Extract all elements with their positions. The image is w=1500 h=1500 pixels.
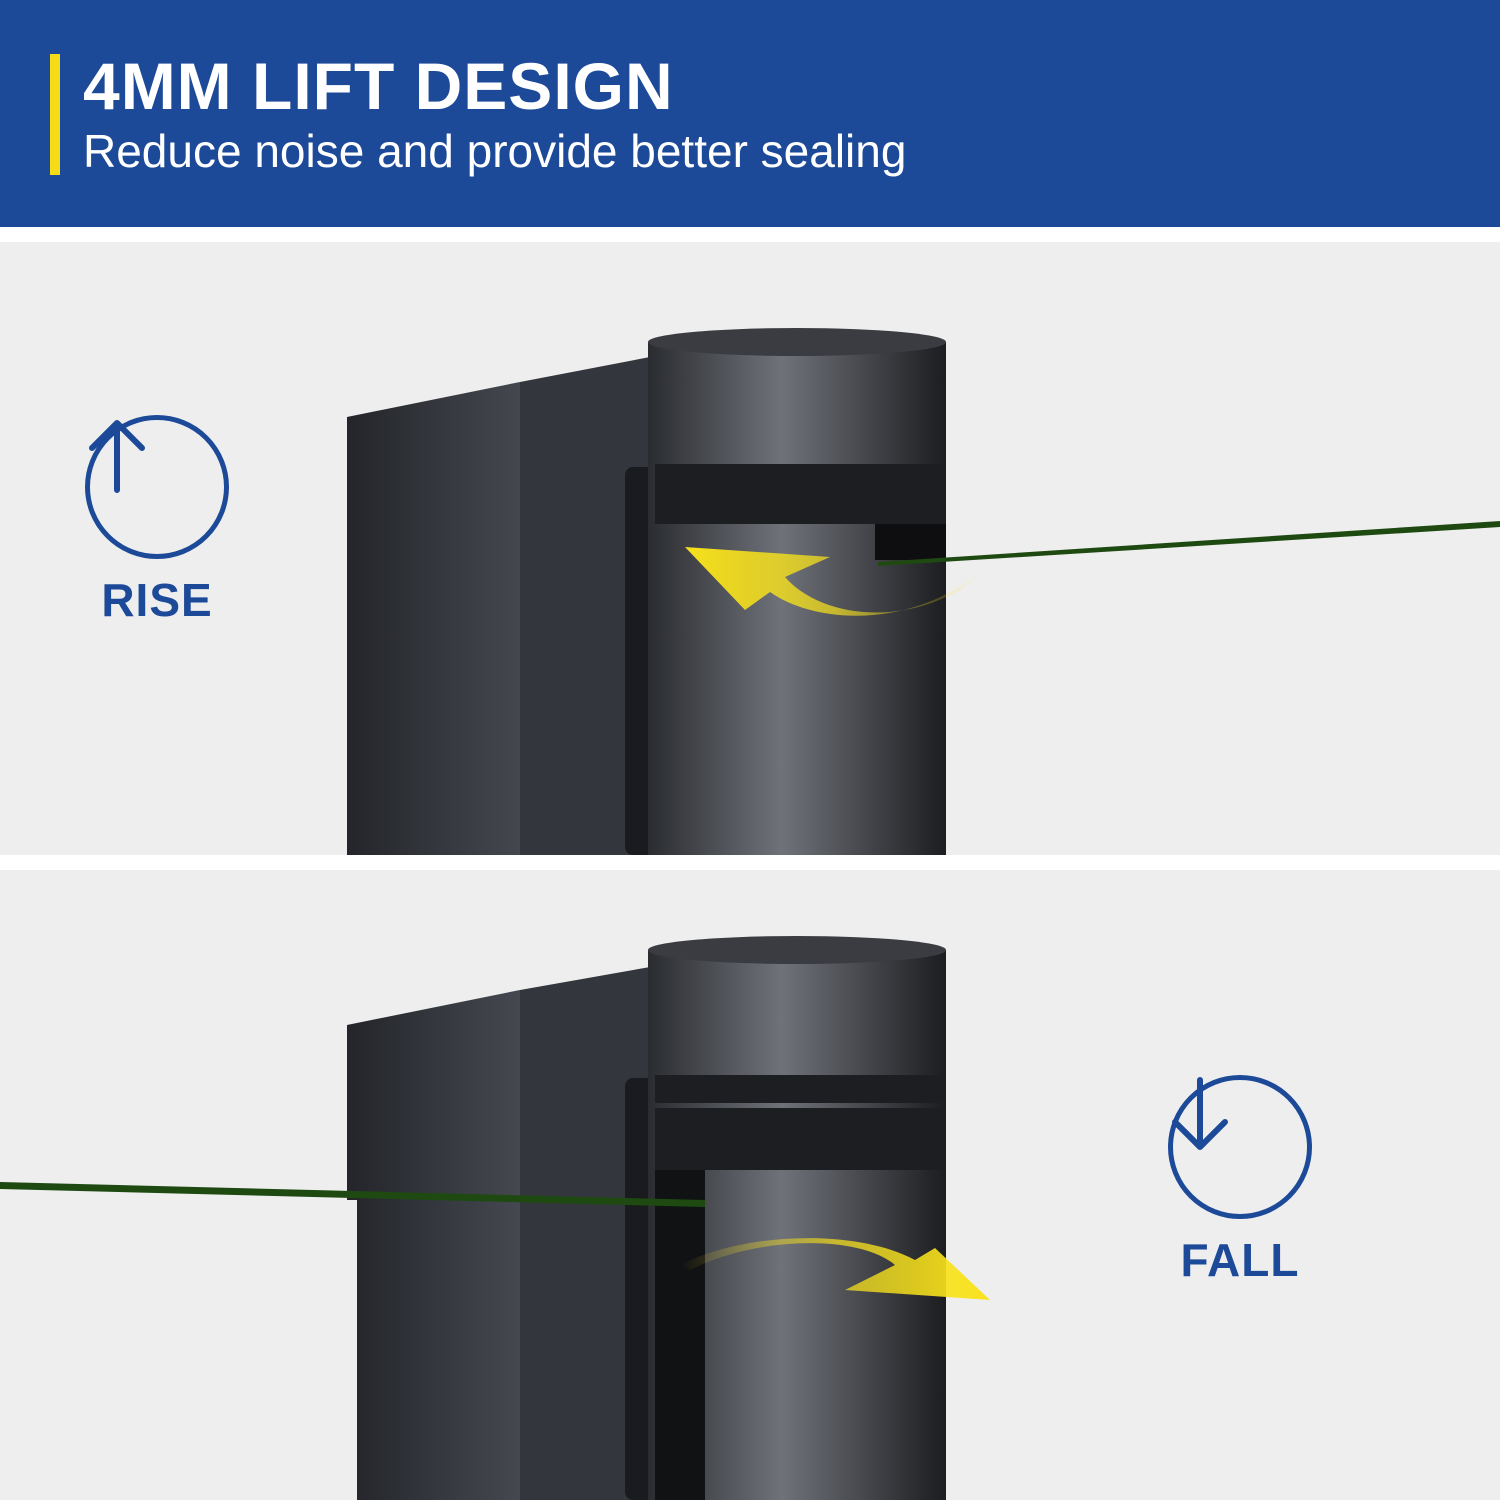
fall-badge: FALL: [1165, 1075, 1315, 1287]
wall-plate: [347, 990, 520, 1500]
rise-badge: RISE: [82, 415, 232, 627]
fall-label: FALL: [1180, 1234, 1300, 1286]
hinge-fall-illustration: [0, 936, 990, 1500]
hinge-rise-illustration: [347, 328, 1500, 855]
hinge-collar: [655, 1108, 946, 1170]
hinge-cylinder-top: [648, 936, 946, 964]
arrow-up-icon: [85, 415, 229, 559]
page-title: 4MM LIFT DESIGN: [83, 49, 674, 123]
glass-panel-edge: [0, 1182, 705, 1207]
accent-bar: [50, 54, 60, 175]
arrow-down-icon: [1168, 1075, 1312, 1219]
hinge-bracket: [625, 1078, 655, 1500]
wall-plate-side: [520, 357, 650, 855]
rotation-arrow-icon: [680, 1238, 990, 1300]
rise-panel: RISE: [0, 242, 1500, 855]
glass-slot: [655, 1170, 705, 1500]
wall-plate-side: [520, 967, 650, 1500]
glass-slot: [875, 524, 946, 560]
page-subtitle: Reduce noise and provide better sealing: [83, 125, 907, 177]
arrow-up-glyph: [89, 420, 145, 493]
rise-label: RISE: [101, 574, 213, 626]
arrow-down-glyph: [1172, 1077, 1228, 1150]
hinge-cylinder-top: [648, 328, 946, 356]
wall-plate: [347, 382, 520, 855]
hinge-bracket: [625, 467, 655, 855]
hinge-upper-ring: [655, 1075, 942, 1103]
header-banner: 4MM LIFT DESIGN Reduce noise and provide…: [0, 0, 1500, 227]
hinge-collar: [655, 464, 946, 524]
glass-panel-edge: [878, 521, 1500, 566]
fall-panel: FALL: [0, 870, 1500, 1500]
rotation-arrow-icon: [685, 547, 985, 616]
